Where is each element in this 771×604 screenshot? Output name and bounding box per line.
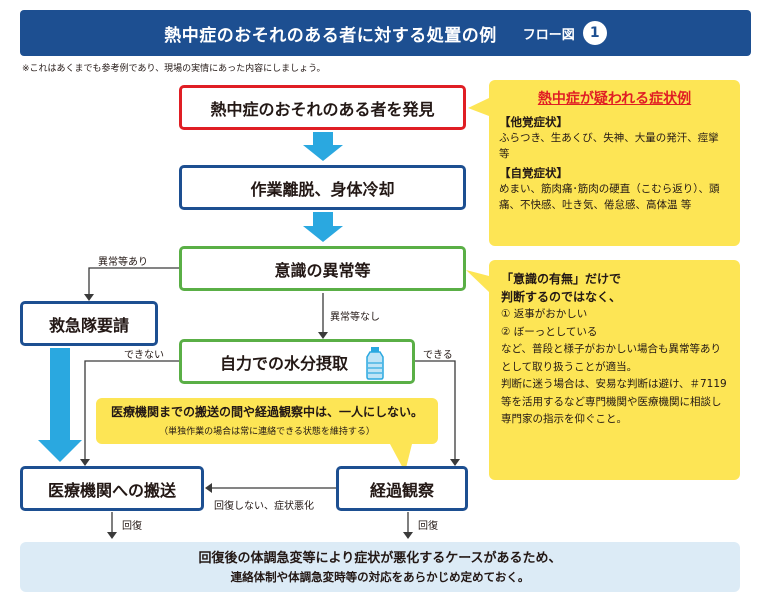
judgement-item2: ② ぼーっとしている — [501, 325, 598, 338]
step-transport-hospital: 医療機関への搬送 — [20, 466, 204, 511]
subjective-symptoms-text: めまい、筋肉痛･筋肉の硬直（こむら返り）、頭痛、不快感、吐き気、倦怠感、高体温 … — [499, 183, 720, 211]
page-title: 熱中症のおそれのある者に対する処置の例 — [164, 25, 497, 46]
main-flow-arrows — [38, 132, 343, 462]
figure-number-badge: 1 — [582, 21, 607, 45]
branch-arrowheads — [80, 294, 460, 539]
label-recovered-right: 回復 — [418, 521, 438, 532]
label-abnormal-no: 異常等なし — [330, 312, 380, 323]
arrow-remove-to-consc — [303, 212, 343, 242]
label-cannot: できない — [124, 350, 164, 361]
judgement-line1: 「意識の有無」だけで — [501, 272, 622, 286]
arrow-ambul-to-hosp — [38, 348, 82, 462]
step-observation: 経過観察 — [336, 466, 468, 511]
page-subtitle: フロー図 — [522, 27, 575, 43]
bottle-icon — [366, 347, 384, 380]
warning-callout-pointer — [390, 444, 412, 472]
step-self-hydration-label: 自力での水分摂取 — [220, 353, 349, 373]
judgement-item1: ① 返事がおかしい — [501, 308, 588, 320]
step-call-ambulance: 救急隊要請 — [20, 301, 158, 346]
step-discover: 熱中症のおそれのある者を発見 — [179, 85, 466, 130]
warning-main: 医療機関までの搬送の間や経過観察中は、一人にしない。 — [110, 405, 423, 419]
subjective-symptoms-heading: 【自覚症状】 — [499, 166, 568, 180]
judgement-callout: 「意識の有無」だけで 判断するのではなく、 ① 返事がおかしい ② ぼーっとして… — [489, 260, 740, 480]
arrow-find-to-remove — [303, 132, 343, 161]
warning-sub: （単独作業の場合は常に連絡できる状態を維持する） — [159, 427, 375, 437]
warning-callout: 医療機関までの搬送の間や経過観察中は、一人にしない。 （単独作業の場合は常に連絡… — [96, 398, 438, 444]
step-remove-and-cool: 作業離脱、身体冷却 — [179, 165, 466, 210]
step-self-hydration: 自力での水分摂取 — [179, 339, 415, 384]
label-abnormal-yes: 異常等あり — [98, 257, 148, 268]
label-not-recovered: 回復しない、症状悪化 — [214, 501, 314, 512]
judgement-callout-pointer — [466, 270, 489, 292]
symptoms-title: 熱中症が疑われる症状例 — [537, 91, 692, 107]
label-can: できる — [423, 350, 453, 361]
objective-symptoms-heading: 【他覚症状】 — [499, 115, 568, 129]
step-consciousness-check: 意識の異常等 — [179, 246, 466, 291]
disclaimer-note: ※これはあくまでも参考例であり、現場の実情にあった内容にしましょう。 — [22, 64, 326, 74]
objective-symptoms-text: ふらつき、生あくび、失神、大量の発汗、痙攣 等 — [499, 132, 719, 160]
judgement-text1: など、普段と様子がおかしい場合も異常等ありとして取り扱うことが適当。 — [501, 343, 721, 373]
judgement-line2: 判断するのではなく、 — [501, 290, 622, 304]
label-recovered-left: 回復 — [122, 521, 142, 532]
bottom-notice: 回復後の体調急変等により症状が悪化するケースがあるため、 連絡体制や体調急変時等… — [20, 542, 740, 592]
judgement-text2: 判断に迷う場合は、安易な判断は避け、＃7119等を活用するなど専門機関や医療機関… — [501, 378, 727, 425]
symptoms-callout: 熱中症が疑われる症状例 【他覚症状】 ふらつき、生あくび、失神、大量の発汗、痙攣… — [489, 80, 740, 246]
bottom-notice-line1: 回復後の体調急変等により症状が悪化するケースがあるため、 — [198, 551, 562, 566]
branch-lines — [84, 267, 456, 534]
symptom-callout-pointer — [468, 98, 489, 116]
header-banner: 熱中症のおそれのある者に対する処置の例 フロー図 1 — [20, 10, 751, 56]
bottom-notice-line2: 連絡体制や体調急変時等の対応をあらかじめ定めておく。 — [230, 570, 530, 584]
